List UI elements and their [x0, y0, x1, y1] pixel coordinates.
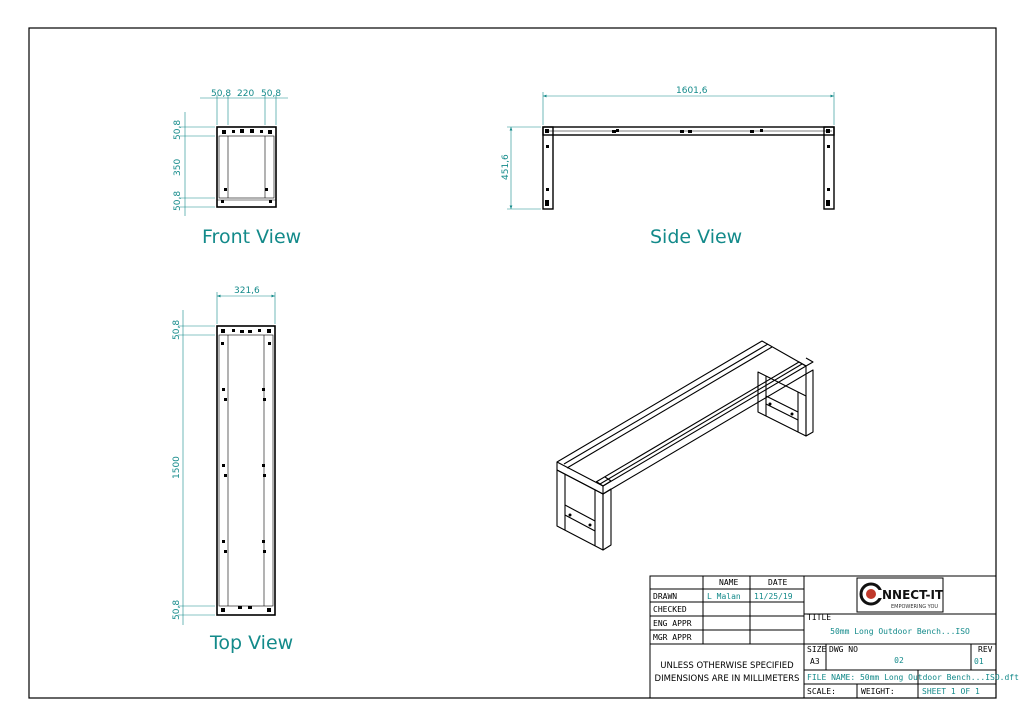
tb-dwg-label: DWG NO: [829, 645, 858, 654]
tb-weight: WEIGHT:: [861, 687, 895, 696]
side-dim-height: 451,6: [501, 154, 511, 180]
tb-size-label: SIZE: [807, 645, 826, 654]
tb-row-role: CHECKED: [653, 605, 687, 614]
top-view-label: Top View: [209, 632, 293, 654]
tb-row-name: L Malan: [707, 592, 741, 601]
top-view: 321,6 50,8 1500 50,8 Top View: [172, 286, 293, 654]
front-dim-mid: 220: [237, 89, 254, 99]
front-view: 50,8 220 50,8 50,8 350 50,8 Front View: [173, 89, 301, 248]
top-dim-bottom: 50,8: [172, 600, 182, 620]
tb-row-role: DRAWN: [653, 592, 677, 601]
tb-note-line2: DIMENSIONS ARE IN MILLIMETERS: [655, 674, 800, 684]
side-dim-length: 1601,6: [676, 86, 708, 96]
tb-rev-value: 01: [974, 657, 984, 666]
tb-scale: SCALE:: [807, 687, 836, 696]
front-dim-bottom: 50,8: [173, 191, 183, 211]
front-dim-left: 50,8: [211, 89, 231, 99]
svg-text:EMPOWERING YOU: EMPOWERING YOU: [891, 604, 938, 610]
front-dim-top: 50,8: [173, 120, 183, 140]
front-dim-height: 350: [173, 159, 183, 176]
tb-size-value: A3: [810, 657, 820, 666]
tb-file-name: FILE NAME: 50mm Long Outdoor Bench...ISO…: [807, 673, 1019, 682]
title-block: NAME DATE DRAWN L Malan 11/25/19 CHECKED…: [649, 575, 1019, 699]
top-dim-width: 321,6: [234, 286, 260, 296]
tb-row-date: 11/25/19: [754, 592, 793, 601]
tb-header-name: NAME: [719, 578, 738, 587]
tb-title-label: TITLE: [807, 613, 831, 622]
isometric-view: [556, 340, 814, 551]
tb-sheet: SHEET 1 OF 1: [922, 687, 980, 696]
tb-row-role: ENG APPR: [653, 619, 692, 628]
svg-text:NNECT-IT: NNECT-IT: [882, 588, 944, 602]
front-dim-right: 50,8: [261, 89, 281, 99]
connect-it-logo: NNECT-IT EMPOWERING YOU: [859, 582, 944, 610]
side-view-label: Side View: [650, 226, 742, 248]
top-dim-length: 1500: [172, 456, 182, 479]
top-dim-top: 50,8: [172, 320, 182, 340]
side-view: 1601,6 451,6 Side View: [501, 86, 835, 248]
tb-dwg-value: 02: [894, 656, 904, 665]
tb-note-line1: UNLESS OTHERWISE SPECIFIED: [660, 661, 794, 671]
sheet-border: [28, 27, 997, 699]
tb-title-value: 50mm Long Outdoor Bench...ISO: [830, 627, 970, 636]
tb-row-role: MGR APPR: [653, 633, 692, 642]
front-view-label: Front View: [202, 226, 301, 248]
tb-header-date: DATE: [768, 578, 787, 587]
tb-rev-label: REV: [978, 645, 993, 654]
